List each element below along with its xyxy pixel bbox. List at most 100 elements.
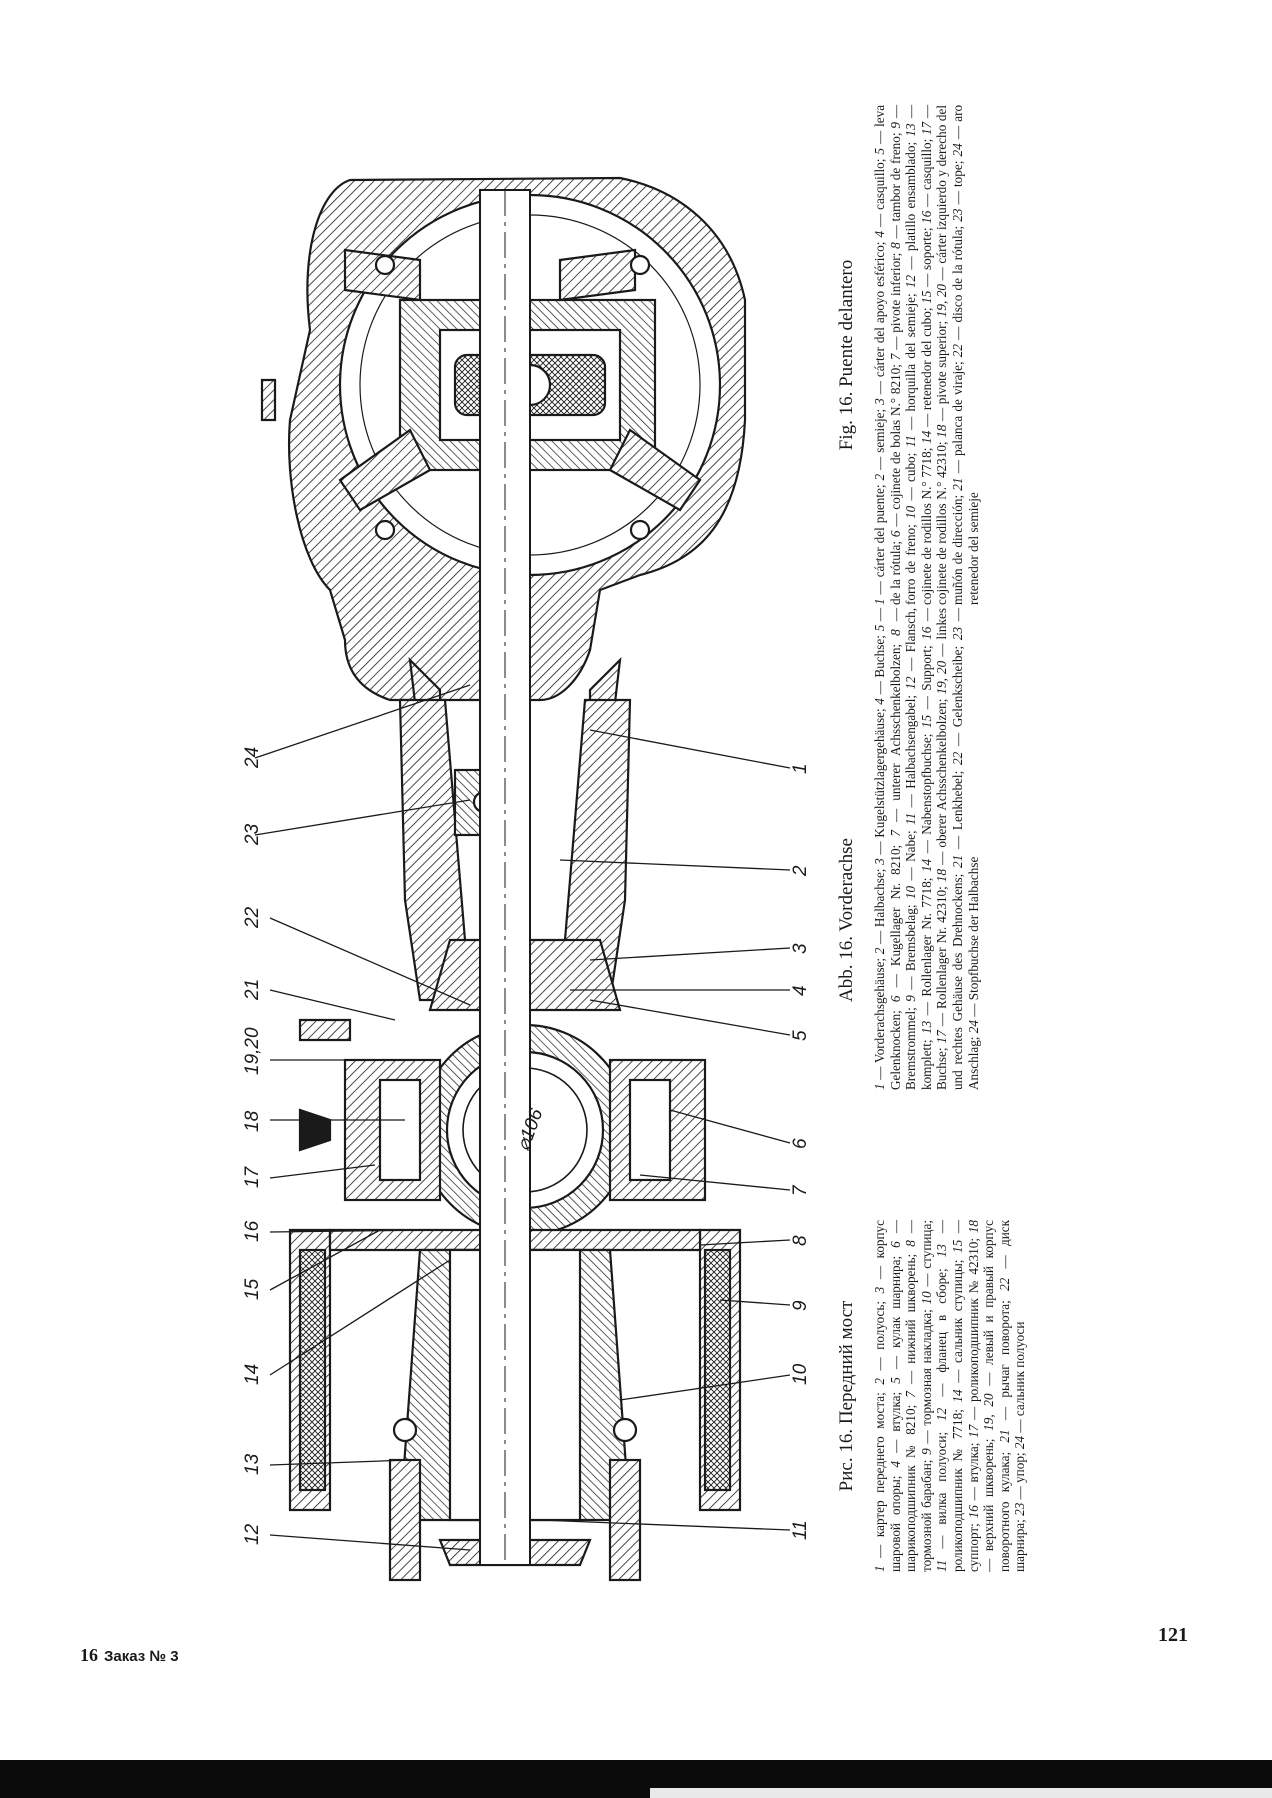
legend-item-number: 15 (918, 714, 934, 729)
legend-item: 22 — disco de la rótula; (949, 225, 965, 358)
legend-item-text: disco de la rótula; (949, 225, 965, 323)
legend-item-number: 1 (872, 1565, 887, 1572)
legend-item-text: Rollenlager Nr. 42310; (934, 886, 950, 1009)
legend-item-number: 5 (872, 624, 887, 632)
legend-de-items: 1 — Vorderachsgehäuse; 2 — Halbachse; 3 … (872, 608, 981, 1090)
callout-16: 16 (242, 1220, 263, 1242)
legend-item-number: 22 (949, 344, 965, 358)
legend-item-text: semieje; (872, 408, 887, 453)
legend-item-number: 4 (872, 698, 887, 705)
legend-item-number: 4 (872, 230, 887, 238)
legend-item: 14 — сальник ступицы; (949, 1259, 965, 1403)
caption-ru: Рис. 16. Передний мост (836, 1220, 858, 1572)
legend-item: 2 — полуось; (872, 1300, 887, 1385)
legend-item-text: platillo ensamblado; (903, 141, 919, 252)
legend-item-number: 8 (887, 242, 903, 249)
legend-item-number: 24 (949, 143, 965, 157)
legend-item: 6 — cojinete de bolas N.° 8210; (887, 364, 903, 538)
legend-item-number: 24 (1012, 1435, 1028, 1450)
legend-ru-items: 1 — картер переднего моста; 2 — полуось;… (872, 1220, 1027, 1572)
legend-item-text: Lenkhebel; (949, 770, 965, 831)
legend-item-text: Anschlag; (965, 1036, 981, 1090)
legend-item-text: pivote inferior; (887, 252, 903, 333)
legend-item-text: Nabe; (903, 830, 919, 862)
legend-item-number: 2 (872, 947, 887, 955)
legend-item: 15 — soporte; (918, 227, 934, 304)
legend-item-text: tambor de freno; (887, 132, 903, 222)
legend-item: 16 — casquillo; (918, 138, 934, 224)
legend-item-number: 16 (918, 210, 934, 224)
callout-labels: 24 23 22 21 19,20 18 17 16 15 14 13 12 1… (242, 747, 811, 1545)
legend-item-text: шарикоподшипник № 8210; (903, 1404, 919, 1572)
legend-item-number: 23 (1012, 1502, 1028, 1516)
legend-item: 23 — упор; (1012, 1452, 1028, 1516)
callout-12: 12 (242, 1523, 263, 1545)
legend-item-text: суппорт; (965, 1523, 981, 1572)
legend-item-text: упор; (1012, 1452, 1028, 1483)
legend-ru: 1 — картер переднего моста; 2 — полуось;… (872, 1220, 1028, 1572)
legend-item: 18 — oberer Achsschenkelbolzen; (934, 698, 950, 883)
legend-item-text: втулка; (887, 1391, 903, 1432)
legend-item-text: Halbachse; (872, 868, 887, 928)
legend-item-text: нижний шкворень; (903, 1253, 919, 1364)
legend-item-text: Support; (918, 645, 934, 691)
legend-item-number: 11 (903, 435, 919, 448)
callout-15: 15 (242, 1278, 263, 1300)
legend-item-number: 5 (872, 148, 887, 155)
legend-item-text: верхний шкворень; (981, 1438, 997, 1552)
legend-item-number: 14 (949, 1389, 965, 1403)
legend-item-number: 21 (996, 1429, 1012, 1443)
legend-item-number: 13 (934, 1244, 950, 1258)
legend-item: 1 — Vorderachsgehäuse; (872, 957, 887, 1090)
legend-item: 7 — unterer Achsschenkelbolzen; (887, 643, 903, 837)
legend-item-number: 10 (903, 885, 919, 900)
callout-22: 22 (242, 906, 263, 929)
legend-item: 11 — horquilla del semieje; (903, 293, 919, 448)
legend-item-text: horquilla del semieje; (903, 293, 919, 412)
legend-item: 12 — platillo ensamblado; (903, 141, 919, 289)
legend-item-text: forro de freno; (903, 524, 919, 605)
legend-item-text: тормозная накладка; (918, 1309, 934, 1426)
legend-item: 9 — тормозная накладка; (918, 1309, 934, 1455)
callout-24: 24 (242, 747, 263, 769)
legend-item-number: 23 (949, 626, 965, 641)
legend-item-text: palanca de viraje; (949, 361, 965, 457)
order-label: Заказ № 3 (104, 1648, 179, 1665)
callout-2: 2 (790, 865, 811, 877)
legend-item: 23 — tope; (949, 160, 965, 222)
leader-lines (254, 684, 791, 1551)
legend-item: 10 — ступица; (918, 1219, 934, 1305)
legend-item-text: вилка полуоси; (934, 1431, 950, 1525)
legend-es: 1 — cárter del puente; 2 — semieje; 3 — … (872, 105, 981, 605)
legend-item-text: кулак шарнира; (887, 1255, 903, 1348)
legend-item: 22 — Gelenkscheibe; (949, 645, 965, 765)
legend-item-text: тормозной барабан; (918, 1459, 934, 1572)
legend-item-number: 11 (934, 1559, 950, 1572)
legend-item: 14 — retenedor del cubo; (918, 307, 934, 444)
legend-item-text: ступица; (918, 1219, 934, 1269)
legend-item: 16 — втулка; (965, 1442, 981, 1519)
legend-item-number: 10 (918, 1291, 934, 1305)
legend-item-text: Nabenstopfbuchse; (918, 733, 934, 835)
legend-item-number: 19, 20 (934, 660, 950, 695)
legend-item-number: 21 (949, 854, 965, 868)
callout-13: 13 (242, 1453, 263, 1475)
legend-item-number: 6 (887, 1241, 903, 1248)
legend-item: 2 — Halbachse; (872, 868, 887, 955)
legend-item-text: cojinete de rodillos N.° 42310; (934, 441, 950, 605)
legend-item-text: casquillo; (918, 138, 934, 191)
legend-item-number: 2 (872, 473, 887, 481)
legend-item-text: cárter del apoyo esférico; (872, 241, 887, 378)
callout-9: 9 (790, 1300, 811, 1311)
legend-item-text: tope; (949, 160, 965, 187)
legend-item-number: 17 (934, 1030, 950, 1044)
legend-item-text: сальник полуоси (1012, 1321, 1028, 1417)
page-number: 121 (1158, 1624, 1188, 1646)
legend-item-number: 17 (965, 1424, 981, 1438)
legend-item: 17 — Rollenlager Nr. 42310; (934, 886, 950, 1044)
callout-21: 21 (242, 979, 263, 1001)
legend-item: 18 — pivote superior; (934, 320, 950, 438)
legend-item-text: втулка; (965, 1442, 981, 1483)
legend-item-text: oberer Achsschenkelbolzen; (934, 698, 950, 848)
